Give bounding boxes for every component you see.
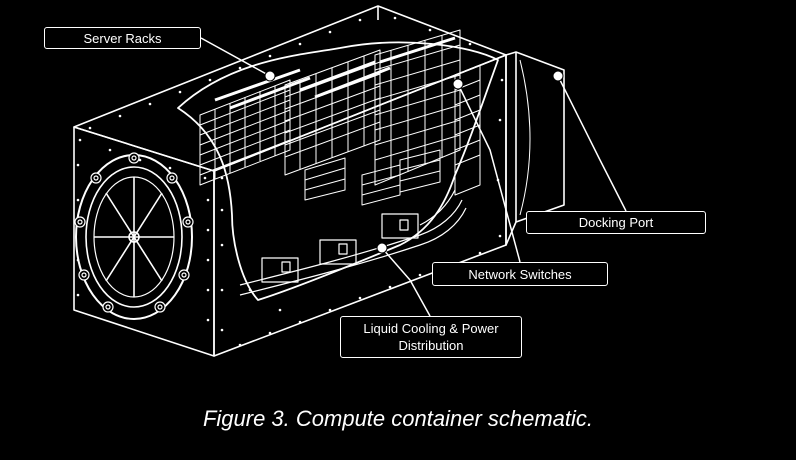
network-switches bbox=[454, 64, 481, 196]
server-racks-label-text: Server Racks bbox=[83, 30, 162, 46]
cooling-label-line1: Liquid Cooling & Power bbox=[363, 321, 499, 336]
cooling-distribution-label: Liquid Cooling & Power Distribution bbox=[340, 316, 522, 358]
network-switches-label-text: Network Switches bbox=[468, 266, 572, 282]
cooling-label-line2: Distribution bbox=[398, 338, 464, 353]
callout-dots bbox=[264, 70, 564, 254]
docking-port bbox=[505, 51, 565, 246]
cooling-distribution bbox=[239, 189, 467, 296]
cutaway-opening bbox=[177, 41, 499, 301]
network-switches-label: Network Switches bbox=[432, 262, 608, 286]
figure-caption: Figure 3. Compute container schematic. bbox=[202, 406, 594, 431]
docking-port-label-text: Docking Port bbox=[578, 215, 654, 230]
hatch-bolts bbox=[74, 152, 194, 313]
server-racks-label: Server Racks bbox=[44, 27, 201, 49]
docking-port-label: Docking Port bbox=[526, 211, 706, 234]
server-racks bbox=[199, 29, 461, 206]
shell-rivets bbox=[76, 16, 504, 347]
container-shell bbox=[73, 5, 507, 357]
leader-lines bbox=[200, 37, 627, 317]
